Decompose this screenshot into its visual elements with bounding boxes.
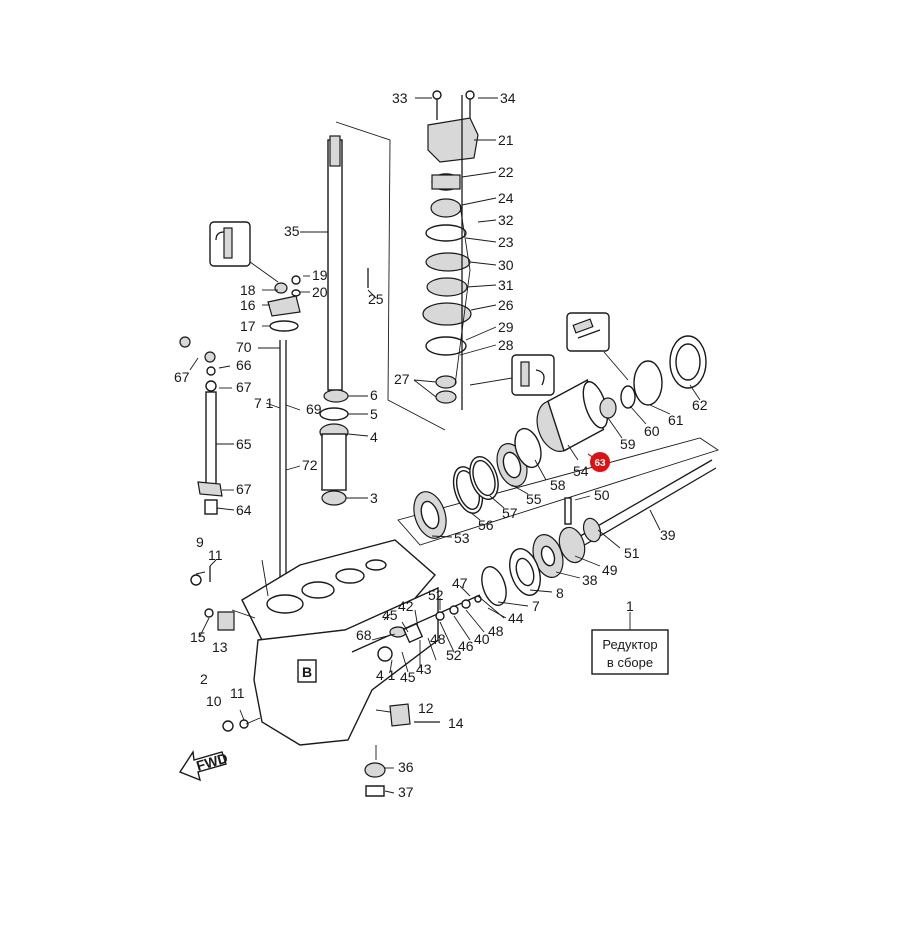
part-label: 24	[498, 190, 514, 206]
hull-mark: B	[302, 664, 312, 680]
part-label: 11	[230, 685, 245, 701]
part-label: 32	[498, 212, 514, 228]
part-label: 26	[498, 297, 514, 313]
assembly-box-line2: в сборе	[607, 655, 653, 670]
part-label: 66	[236, 357, 252, 373]
part-label: 22	[498, 164, 514, 180]
part-label: 4	[370, 429, 378, 445]
part-label: 33	[392, 90, 408, 106]
part-label: 9	[196, 534, 204, 550]
part-label: 67	[174, 369, 190, 385]
part-label: 2	[200, 671, 208, 687]
part-label: 10	[206, 693, 222, 709]
part-label: 57	[502, 505, 518, 521]
part-label: 72	[302, 457, 318, 473]
part-label: 68	[356, 627, 372, 643]
part-label: 62	[692, 397, 708, 413]
part-label: 19	[312, 267, 328, 283]
part-label: 44	[508, 610, 524, 626]
shift-rod-parts	[351, 585, 505, 673]
part-label: 8	[556, 585, 564, 601]
drive-shaft	[300, 121, 446, 506]
part-label: 17	[240, 318, 256, 334]
part-label: 43	[416, 661, 432, 677]
part-label: 11	[208, 547, 223, 563]
part-label: 30	[498, 257, 514, 273]
part-label: 52	[446, 647, 462, 663]
part-label: 45	[400, 669, 416, 685]
part-label: 7	[532, 598, 540, 614]
part-label: 36	[398, 759, 414, 775]
part-label: 58	[550, 477, 566, 493]
part-label: 5	[370, 406, 378, 422]
highlight-marker-label: 63	[594, 458, 606, 469]
part-label: 56	[478, 517, 494, 533]
part-label: 4 1	[376, 667, 396, 683]
part-label: 3	[370, 490, 378, 506]
part-label: 48	[430, 631, 446, 647]
part-label: 70	[236, 339, 252, 355]
part-label: 64	[236, 502, 252, 518]
part-label: 27	[394, 371, 410, 387]
fwd-label: FWD	[194, 750, 229, 774]
part-label: 52	[428, 587, 444, 603]
part-label: 25	[368, 291, 384, 307]
part-label: 15	[190, 629, 206, 645]
part-label: 60	[644, 423, 660, 439]
part-label: 34	[500, 90, 516, 106]
part-label: 31	[498, 277, 514, 293]
shift-linkage	[179, 221, 310, 620]
part-label: 18	[240, 282, 256, 298]
part-label: 49	[602, 562, 618, 578]
part-label: 45	[382, 607, 398, 623]
part-label: 61	[668, 412, 684, 428]
part-label: 69	[306, 401, 322, 417]
part-label: 39	[660, 527, 676, 543]
part-label: 67	[236, 481, 252, 497]
part-label: 51	[624, 545, 640, 561]
propeller-shaft-group	[397, 312, 720, 619]
part-label: 59	[620, 436, 636, 452]
part-label: 29	[498, 319, 514, 335]
part-label: 14	[448, 715, 464, 731]
part-label: 42	[398, 598, 414, 614]
part-label: 37	[398, 784, 414, 800]
part-label: 48	[488, 623, 504, 639]
part-label: 38	[582, 572, 598, 588]
part-label: 46	[458, 638, 474, 654]
water-pump-stack	[413, 90, 555, 410]
part-label: 13	[212, 639, 228, 655]
part-label: 47	[452, 575, 468, 591]
part-label: 50	[594, 487, 610, 503]
part-label: 65	[236, 436, 252, 452]
part-label: 16	[240, 297, 256, 313]
part-label: 54	[573, 463, 589, 479]
part-label: 21	[498, 132, 514, 148]
highlight-marker-63[interactable]: 63	[587, 452, 610, 472]
part-label: 23	[498, 234, 514, 250]
part-label: 53	[454, 530, 470, 546]
part-label: 7 1	[254, 395, 274, 411]
part-label: 28	[498, 337, 514, 353]
part-label: 20	[312, 284, 328, 300]
lower-case: B FWD	[178, 539, 440, 797]
part-label: 6	[370, 387, 378, 403]
assembly-ref-label: 1	[626, 598, 634, 614]
assembly-box: Редуктор в сборе 1	[591, 598, 669, 675]
part-label: 35	[284, 223, 300, 239]
part-label: 55	[526, 491, 542, 507]
part-label: 40	[474, 631, 490, 647]
part-label: 12	[418, 700, 434, 716]
part-label: 67	[236, 379, 252, 395]
assembly-box-line1: Редуктор	[602, 637, 657, 652]
part-number-labels: 33 34 21 22 24 32 23 30 31 26 29 28 27 3…	[174, 90, 708, 800]
